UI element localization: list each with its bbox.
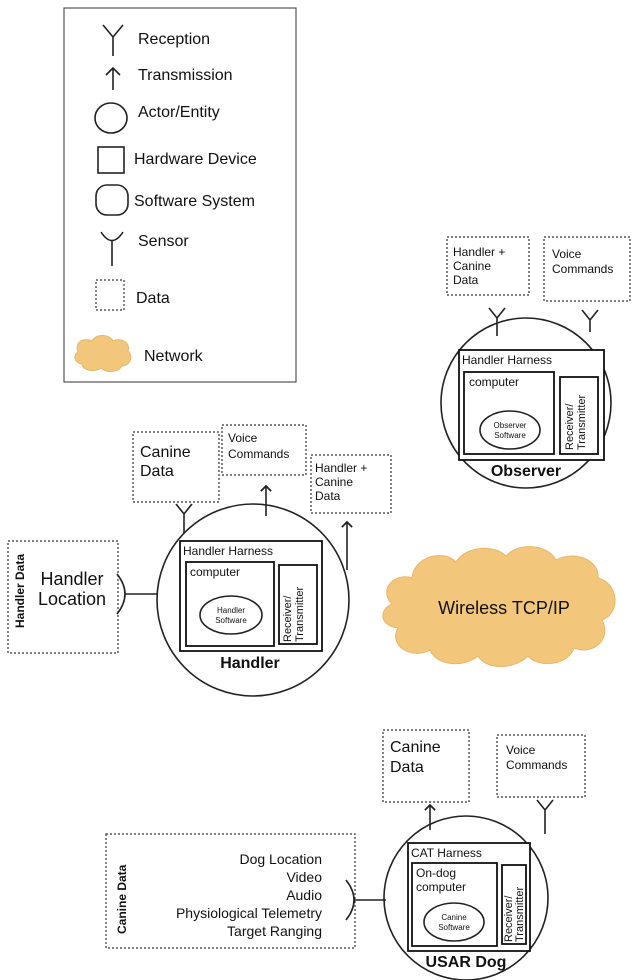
legend-reception-label: Reception (138, 31, 210, 48)
network-cloud: Wireless TCP/IP (382, 546, 616, 667)
observer-radio-box (559, 376, 599, 455)
network-icon (74, 334, 132, 372)
dog-item-4: Target Ranging (227, 923, 322, 939)
dog-canine-box (382, 729, 470, 803)
observer-reception-icon-2 (581, 309, 599, 332)
dog-reception-icon (536, 799, 554, 834)
network-label: Wireless TCP/IP (438, 598, 570, 618)
handler-hc-box (310, 454, 392, 514)
legend-hardware-label: Hardware Device (134, 151, 257, 168)
hardware-icon (97, 146, 125, 174)
legend: Reception Transmission Actor/Entity Hard… (63, 7, 297, 383)
dog-item-2: Audio (286, 887, 322, 903)
data-icon (95, 279, 125, 311)
legend-transmission-label: Transmission (138, 67, 233, 84)
software-icon (95, 184, 129, 216)
handler-voice-box (221, 424, 307, 476)
handler-radio-label: Receiver/Transmitter (282, 586, 306, 642)
dog-voice-box (496, 734, 586, 798)
actor-icon (94, 102, 128, 134)
handler-sensor-icon (116, 573, 158, 615)
legend-software-label: Software System (134, 193, 255, 210)
observer-name: Observer (491, 463, 561, 480)
handler-computer-box (185, 561, 275, 647)
sensor-icon (100, 231, 124, 266)
legend-actor-label: Actor/Entity (138, 104, 220, 121)
dog-item-1: Video (286, 869, 322, 885)
dog-item-0: Dog Location (239, 851, 322, 867)
observer-radio-label: Receiver/Transmitter (564, 394, 588, 450)
dog-data-label: Canine Data (115, 864, 129, 934)
legend-network-label: Network (144, 348, 204, 365)
legend-frame (63, 7, 297, 383)
handler-actor-circle (156, 503, 350, 697)
dog-software-ellipse (423, 902, 485, 942)
observer-software-ellipse (479, 410, 541, 450)
reception-icon (102, 24, 124, 56)
dog-sensor-icon (345, 879, 386, 921)
handler-name: Handler (220, 655, 280, 672)
network-cloud-shape (382, 546, 616, 667)
dog-radio-box (501, 864, 527, 945)
transmission-icon (105, 66, 121, 90)
handler-radio-box (278, 564, 318, 645)
handler-harness-label: Handler Harness (183, 544, 273, 558)
dog-actor-circle (383, 815, 549, 980)
handler-canine-box (132, 431, 220, 503)
observer-harness-label: Handler Harness (462, 353, 552, 367)
legend-sensor-label: Sensor (138, 233, 189, 250)
observer-computer-box (463, 371, 555, 455)
observer-voice-box (543, 236, 631, 302)
dog-data-box (105, 833, 356, 949)
observer-computer-label: computer (469, 375, 519, 389)
legend-data-label: Data (136, 290, 170, 307)
dog-harness-label: CAT Harness (411, 846, 482, 860)
dog-computer-box (411, 862, 498, 947)
dog-item-3: Physiological Telemetry (176, 905, 322, 921)
observer-actor-circle (440, 317, 612, 489)
handler-data-box (7, 540, 119, 654)
handler-computer-label: computer (190, 565, 240, 579)
dog-radio-label: Receiver/Transmitter (503, 886, 526, 942)
handler-reception-icon (175, 503, 193, 533)
observer-data-box (446, 236, 530, 296)
handler-software-ellipse (199, 595, 263, 635)
dog-name: USAR Dog (426, 954, 507, 971)
observer-reception-icon (488, 307, 506, 336)
handler-data-label: Handler Data (13, 554, 27, 628)
